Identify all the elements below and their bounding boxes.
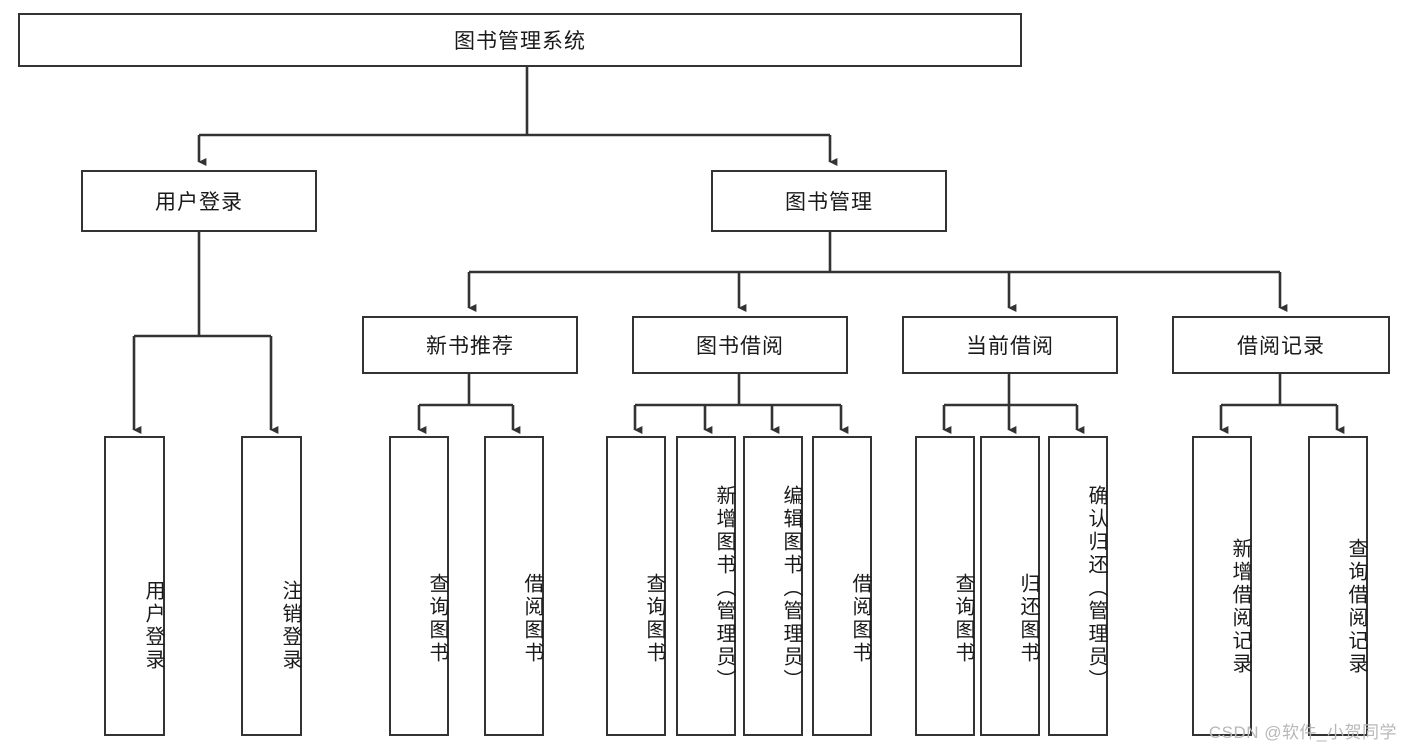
node-label: 编辑图书（管理员） <box>780 484 802 692</box>
node-label: 借阅图书 <box>521 572 543 665</box>
edges-currentborrow-to-leaves <box>942 374 1085 435</box>
node-label: 查询图书 <box>643 572 665 665</box>
edges-newbook-to-leaves <box>417 374 521 435</box>
node-label: 注销登录 <box>279 580 301 672</box>
node-label: 查询借阅记录 <box>1345 538 1367 676</box>
node-root-system[interactable]: 图书管理系统 <box>18 13 1022 67</box>
node-label: 查询图书 <box>426 572 448 665</box>
leaf-add-book-admin[interactable]: 新增图书（管理员） <box>676 436 736 736</box>
node-label: 新书推荐 <box>426 335 514 358</box>
node-label: 确认归还（管理员） <box>1085 484 1107 692</box>
edges-bookborrow-to-leaves <box>633 374 849 435</box>
edges-root-to-level2 <box>197 67 838 167</box>
leaf-user-login[interactable]: 用户登录 <box>104 436 165 736</box>
node-label: 图书管理 <box>785 191 873 214</box>
node-label: 归还图书 <box>1017 572 1039 665</box>
node-book-management[interactable]: 图书管理 <box>711 170 947 232</box>
node-label: 用户登录 <box>142 580 164 672</box>
node-current-borrow[interactable]: 当前借阅 <box>902 316 1118 374</box>
node-label: 借阅记录 <box>1237 335 1325 358</box>
edges-borrowrecord-to-leaves <box>1219 374 1345 435</box>
leaf-edit-book-admin[interactable]: 编辑图书（管理员） <box>743 436 803 736</box>
leaf-add-borrow-record[interactable]: 新增借阅记录 <box>1192 436 1252 736</box>
leaf-borrow-book-borrow[interactable]: 借阅图书 <box>812 436 872 736</box>
node-label: 查询图书 <box>952 572 974 665</box>
node-borrow-record[interactable]: 借阅记录 <box>1172 316 1390 374</box>
leaf-query-book-current[interactable]: 查询图书 <box>915 436 975 736</box>
edges-bookmgmt-to-level3 <box>467 232 1288 313</box>
node-label: 新增图书（管理员） <box>713 484 735 692</box>
leaf-confirm-return-admin[interactable]: 确认归还（管理员） <box>1048 436 1108 736</box>
leaf-borrow-book-new[interactable]: 借阅图书 <box>484 436 544 736</box>
leaf-return-book[interactable]: 归还图书 <box>980 436 1040 736</box>
leaf-query-borrow-record[interactable]: 查询借阅记录 <box>1308 436 1368 736</box>
node-label: 用户登录 <box>155 191 243 214</box>
node-label: 图书管理系统 <box>454 30 586 53</box>
leaf-user-logout[interactable]: 注销登录 <box>241 436 302 736</box>
node-new-book-recommend[interactable]: 新书推荐 <box>362 316 578 374</box>
leaf-query-book-borrow[interactable]: 查询图书 <box>606 436 666 736</box>
node-user-login[interactable]: 用户登录 <box>81 170 317 232</box>
node-label: 新增借阅记录 <box>1229 538 1251 676</box>
node-label: 当前借阅 <box>966 335 1054 358</box>
node-label: 借阅图书 <box>849 572 871 665</box>
edges-userlogin-to-leaves <box>132 232 279 435</box>
leaf-query-book-new[interactable]: 查询图书 <box>389 436 449 736</box>
node-book-borrow[interactable]: 图书借阅 <box>632 316 848 374</box>
node-label: 图书借阅 <box>696 335 784 358</box>
